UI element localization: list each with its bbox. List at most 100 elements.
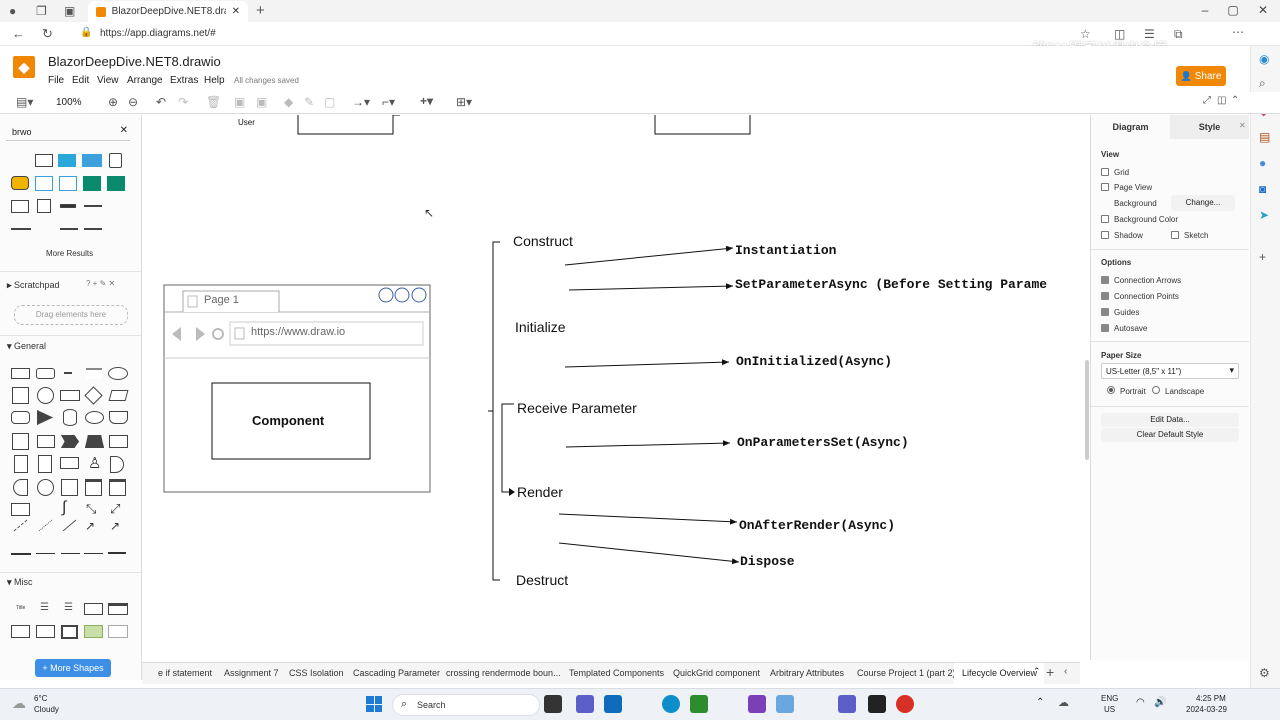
scratchpad-dropzone[interactable]: Drag elements here — [14, 305, 128, 325]
add-page-icon[interactable]: + — [1046, 664, 1055, 680]
step-shape[interactable] — [61, 435, 79, 448]
connection-points-checkbox[interactable] — [1101, 292, 1109, 300]
page-tab[interactable]: QuickGrid component — [673, 668, 761, 678]
windows-start-icon[interactable] — [366, 696, 382, 712]
autosave-checkbox[interactable] — [1101, 324, 1109, 332]
edit-data-button[interactable]: Edit Data... — [1101, 413, 1239, 427]
chrome-icon[interactable] — [896, 695, 914, 713]
oninitialized-method[interactable]: OnInitialized(Async) — [736, 354, 893, 369]
folder-shape[interactable] — [37, 435, 55, 448]
circle-shape[interactable] — [37, 387, 54, 404]
refresh-icon[interactable]: ↻ — [42, 26, 53, 41]
list-shape[interactable] — [85, 479, 102, 496]
language-2[interactable]: US — [1104, 705, 1116, 714]
volume-icon[interactable]: 🔊 — [1154, 697, 1167, 708]
diagram-canvas[interactable]: User Page 1 https://www.draw.io Componen… — [145, 115, 1090, 660]
collapse-icon[interactable]: ⌃ — [1231, 95, 1240, 106]
text-shape[interactable] — [64, 372, 72, 374]
result-shape[interactable] — [37, 199, 51, 213]
fill-color-icon[interactable]: ◆ — [284, 95, 294, 109]
table-icon[interactable]: ⊞▾ — [456, 95, 473, 109]
table-shape[interactable] — [11, 503, 30, 516]
zoom-out-icon[interactable]: ⊖ — [128, 95, 139, 109]
close-panel-icon[interactable]: ✕ — [1239, 121, 1246, 130]
bullets-shape[interactable]: ☰ — [64, 602, 73, 613]
settings-sidebar-icon[interactable]: ⚙ — [1259, 666, 1270, 680]
portrait-radio[interactable] — [1107, 386, 1115, 394]
browser-tab-active[interactable]: BlazorDeepDive.NET8.drawio - d ✕ — [88, 1, 248, 22]
render-label[interactable]: Render — [517, 484, 563, 500]
grid-shape[interactable] — [12, 433, 29, 450]
diamond-shape[interactable] — [84, 386, 103, 405]
construct-label[interactable]: Construct — [513, 233, 573, 249]
shape-search-input[interactable]: brwo ✕ — [6, 125, 130, 141]
user-box[interactable] — [297, 115, 394, 135]
menu-file[interactable]: File — [48, 75, 65, 86]
result-shape[interactable] — [60, 204, 76, 208]
misc-grid-shape[interactable] — [11, 625, 30, 638]
ellipse-shape[interactable] — [108, 367, 128, 380]
sketch-checkbox[interactable] — [1171, 231, 1179, 239]
onparametersset-method[interactable]: OnParametersSet(Async) — [737, 435, 909, 450]
change-background-button[interactable]: Change... — [1171, 195, 1235, 211]
format-toggle-icon[interactable]: ◫ — [1217, 95, 1227, 106]
connector-2-label-shape[interactable] — [84, 553, 103, 554]
split-screen-icon[interactable]: ◫ — [1114, 27, 1126, 41]
dashed-line-shape[interactable] — [13, 519, 28, 532]
games-icon[interactable]: ● — [1259, 156, 1267, 170]
new-tab-icon[interactable]: + — [256, 2, 265, 19]
clock-date[interactable]: 2024-03-29 — [1186, 705, 1227, 714]
teams-2-icon[interactable] — [838, 695, 856, 713]
zoom-level[interactable]: 100% — [56, 97, 82, 108]
misc-grid-dark-shape[interactable] — [61, 625, 78, 639]
more-results-button[interactable]: More Results — [46, 249, 94, 258]
and-shape[interactable] — [13, 479, 28, 496]
onafterrender-method[interactable]: OnAfterRender(Async) — [739, 518, 896, 533]
menu-edit[interactable]: Edit — [72, 75, 90, 86]
add-sidebar-icon[interactable]: + — [1259, 250, 1267, 264]
bidirectional-connector-shape[interactable]: ↗ — [85, 519, 96, 533]
result-shape[interactable] — [60, 228, 78, 230]
triangle-shape[interactable] — [37, 410, 53, 425]
page-tab[interactable]: Course Project 1 (part 2) — [857, 668, 956, 678]
fullscreen-icon[interactable]: ⤢ — [1203, 95, 1211, 106]
page-menu-icon[interactable]: ⌃ — [1033, 666, 1041, 676]
or-shape[interactable] — [110, 456, 124, 473]
instantiation-method[interactable]: Instantiation — [735, 243, 837, 258]
tab-style[interactable]: Style — [1170, 115, 1249, 139]
misc-table-shape[interactable] — [84, 603, 103, 615]
clear-default-style-button[interactable]: Clear Default Style — [1101, 428, 1239, 442]
swimlane-shape[interactable] — [109, 479, 126, 496]
menu-arrange[interactable]: Arrange — [127, 75, 163, 86]
background-color-checkbox[interactable] — [1101, 215, 1109, 223]
xor-shape[interactable] — [37, 479, 54, 496]
misc-grid-header-shape[interactable] — [36, 625, 55, 638]
connection-icon[interactable]: →▾ — [352, 95, 371, 109]
profile-icon[interactable]: ● — [9, 4, 17, 18]
page-tab[interactable]: CSS Isolation — [289, 668, 344, 678]
result-shape[interactable] — [59, 176, 77, 191]
minimize-icon[interactable]: – — [1201, 3, 1209, 17]
trapezoid-shape[interactable] — [85, 435, 104, 448]
server-box[interactable] — [654, 115, 751, 135]
note-shape[interactable] — [14, 455, 28, 473]
terminal-icon[interactable] — [868, 695, 886, 713]
scratchpad-header[interactable]: ▸ Scratchpad — [7, 280, 60, 290]
line-shape[interactable] — [62, 519, 77, 532]
visual-studio-icon[interactable] — [748, 695, 766, 713]
back-icon[interactable]: ← — [12, 26, 25, 41]
search-sidebar-icon[interactable]: ⌕ — [1259, 76, 1266, 90]
cloud-shape[interactable] — [85, 411, 104, 424]
undo-icon[interactable]: ↶ — [156, 95, 167, 109]
tab-diagram[interactable]: Diagram — [1091, 115, 1170, 139]
process-shape[interactable] — [60, 390, 80, 401]
dotted-line-shape[interactable] — [38, 519, 53, 532]
collections-icon[interactable]: ☰ — [1144, 27, 1155, 41]
list-misc-shape[interactable]: ☰ — [40, 602, 49, 613]
general-header[interactable]: ▾ General — [7, 341, 47, 351]
grid-checkbox[interactable] — [1101, 168, 1109, 176]
waypoints-icon[interactable]: ⌐▾ — [382, 95, 396, 109]
edge-icon[interactable] — [662, 695, 680, 713]
square-shape[interactable] — [12, 387, 29, 404]
result-shape[interactable] — [109, 153, 122, 168]
